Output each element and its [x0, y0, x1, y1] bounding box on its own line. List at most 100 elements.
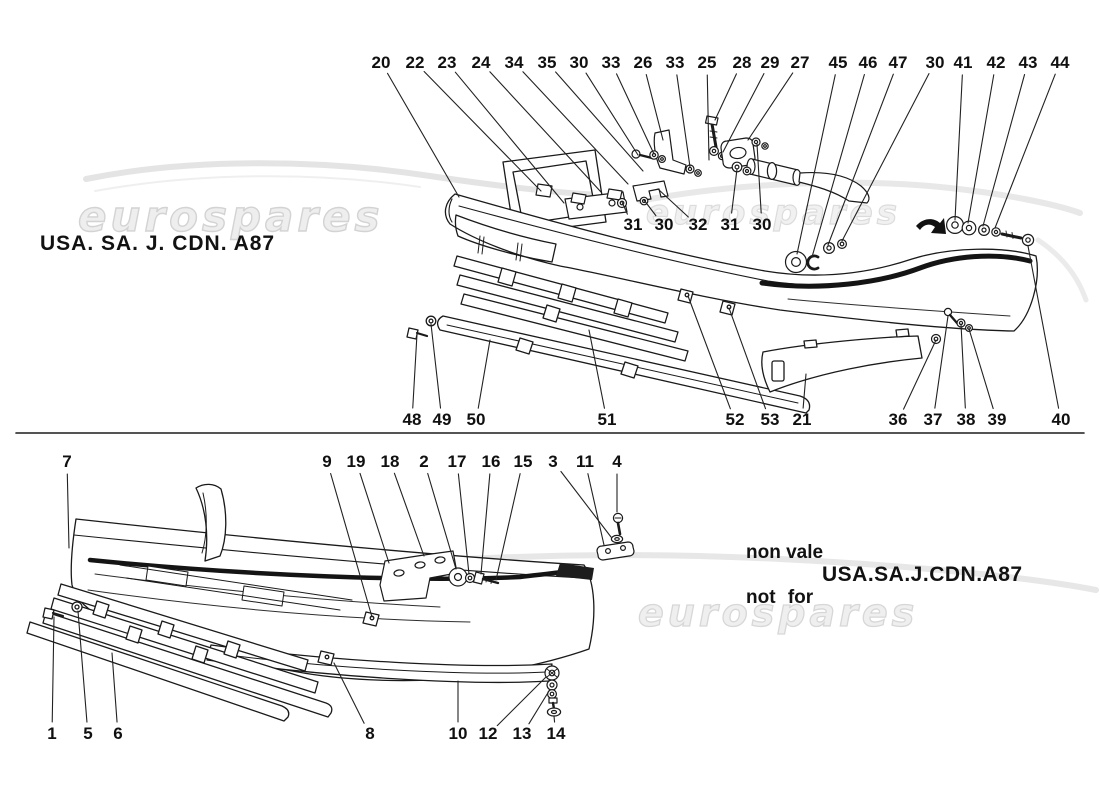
part-callout-39: 39 — [987, 410, 1007, 429]
part-callout-18: 18 — [380, 452, 400, 471]
leader-line-26 — [645, 74, 664, 141]
leader-line-37 — [934, 315, 949, 409]
bumper-endcap — [195, 483, 227, 562]
leader-line-29 — [722, 73, 765, 153]
part-callout-27: 27 — [790, 53, 810, 72]
strip-fasteners — [406, 315, 437, 340]
leader-line-7 — [66, 473, 70, 549]
note-english: not for — [746, 587, 814, 608]
part-callout-35: 35 — [537, 53, 557, 72]
leader-line-3 — [560, 470, 612, 538]
leader-line-31 — [731, 168, 738, 214]
leader-line-6 — [111, 652, 118, 723]
part-callout-30: 30 — [569, 53, 589, 72]
leader-line-14 — [553, 715, 556, 723]
leader-line-50 — [477, 339, 491, 409]
inner-frame-bars — [119, 564, 353, 611]
part-callout-53: 53 — [760, 410, 780, 429]
leader-line-53 — [728, 307, 767, 410]
lower-bumper-diagram — [26, 483, 635, 722]
part-callout-10: 10 — [448, 724, 468, 743]
direction-arrow — [916, 218, 946, 234]
part-callout-21: 21 — [792, 410, 812, 429]
leader-line-8 — [333, 662, 365, 724]
part-callout-50: 50 — [466, 410, 486, 429]
leader-line-52 — [687, 295, 731, 410]
watermark-text: eurospares — [637, 590, 919, 635]
spoiler-panel — [761, 328, 923, 393]
part-callout-22: 22 — [405, 53, 425, 72]
leader-line-12 — [496, 676, 547, 727]
leader-line-20 — [386, 72, 460, 198]
part-callout-31: 31 — [623, 215, 643, 234]
leader-line-36 — [903, 339, 937, 410]
part-callout-40: 40 — [1051, 410, 1071, 429]
leader-line-34 — [522, 71, 629, 185]
market-label: USA. SA. J. CDN. A87 — [40, 232, 276, 255]
leader-line-5 — [77, 610, 88, 723]
leader-line-42 — [967, 74, 995, 224]
watermark-text: eurospares — [77, 191, 384, 241]
leader-lines — [51, 470, 618, 727]
front-bumper-shell — [444, 193, 1038, 332]
opening-struts — [477, 235, 523, 262]
leader-line-23 — [454, 71, 565, 204]
leader-line-25 — [706, 74, 710, 161]
leader-line-15 — [495, 473, 521, 581]
leader-line-30 — [841, 73, 930, 242]
leader-line-33 — [616, 73, 655, 155]
tube-collar — [766, 162, 778, 181]
part-callout-11: 11 — [576, 452, 594, 471]
molding-lower-edge — [73, 534, 584, 579]
leader-line-30 — [585, 72, 639, 156]
part-callout-29: 29 — [760, 53, 780, 72]
leader-line-24 — [489, 71, 602, 193]
part-callout-17: 17 — [447, 452, 467, 471]
part-callout-12: 12 — [478, 724, 498, 743]
leader-line-48 — [412, 333, 418, 409]
bolt-shaft — [1000, 232, 1023, 240]
part-callout-19: 19 — [346, 452, 366, 471]
leader-line-17 — [457, 473, 470, 575]
part-callout-49: 49 — [432, 410, 452, 429]
anchor-plate-assembly — [596, 512, 635, 561]
leader-line-22 — [423, 71, 542, 192]
part-callout-30: 30 — [654, 215, 674, 234]
mounting-bracket-assembly — [379, 550, 500, 602]
grille-slats — [26, 583, 333, 722]
part-callout-28: 28 — [732, 53, 752, 72]
rubber-strip — [759, 253, 1033, 289]
part-callout-9: 9 — [322, 452, 332, 471]
leader-lines — [386, 71, 1060, 410]
part-callout-23: 23 — [437, 53, 457, 72]
part-callout-20: 20 — [371, 53, 391, 72]
part-callout-47: 47 — [888, 53, 908, 72]
part-callout-16: 16 — [481, 452, 501, 471]
leader-line-31 — [621, 201, 628, 215]
part-callout-30: 30 — [752, 215, 772, 234]
part-callout-24: 24 — [471, 53, 491, 72]
leader-line-43 — [982, 74, 1026, 227]
part-callout-38: 38 — [956, 410, 976, 429]
leader-line-35 — [555, 71, 644, 172]
leader-line-44 — [994, 73, 1056, 229]
bolt-head — [406, 327, 419, 340]
note-markets: USA.SA.J.CDN.A87 — [822, 563, 1023, 586]
part-callout-46: 46 — [858, 53, 878, 72]
leader-line-9 — [330, 472, 373, 618]
part-callout-7: 7 — [62, 452, 72, 471]
part-callout-8: 8 — [365, 724, 375, 743]
part-callout-1: 1 — [47, 724, 57, 743]
air-dam-strip — [436, 315, 811, 414]
part-callout-5: 5 — [83, 724, 93, 743]
part-callout-13: 13 — [512, 724, 532, 743]
inner-seam — [87, 589, 471, 623]
grille-slats — [453, 255, 689, 362]
side-arm — [798, 171, 870, 204]
upper-bumper-diagram — [406, 115, 1038, 414]
leader-line-28 — [714, 73, 737, 121]
part-callout-42: 42 — [986, 53, 1006, 72]
note-italian: non vale — [746, 542, 824, 563]
part-callout-33: 33 — [601, 53, 621, 72]
